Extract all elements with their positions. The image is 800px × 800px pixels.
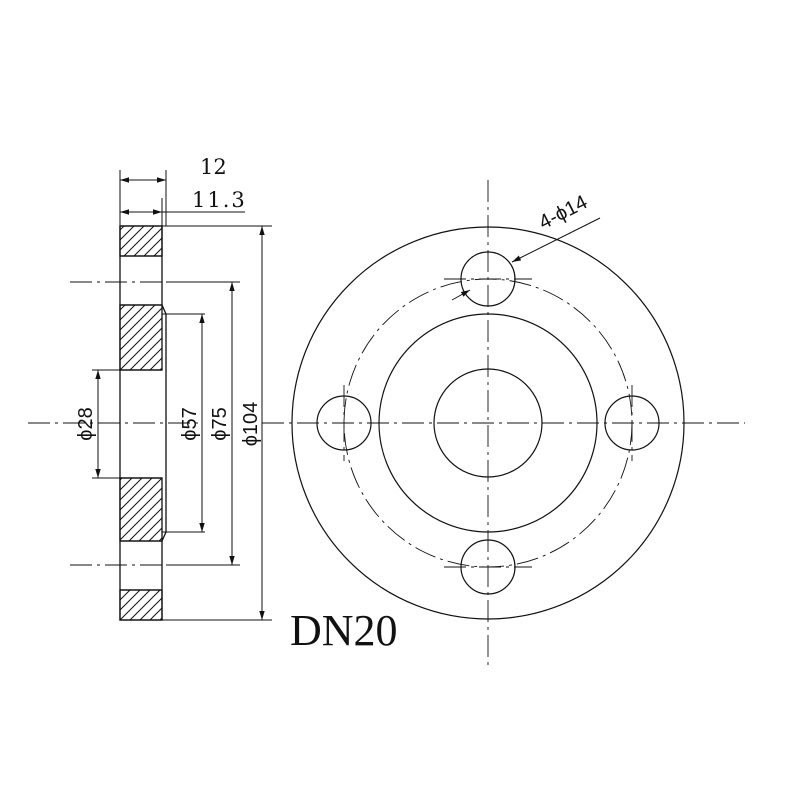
dim-bolt-circle-label: ϕ75: [209, 407, 231, 440]
dim-thickness-label: 12: [200, 155, 227, 179]
hole-spec-label: 4-ϕ14: [535, 191, 591, 234]
hatch-bottom-inner: [119, 477, 163, 542]
section-view: [119, 225, 205, 621]
section-dimensions: [92, 170, 272, 621]
hole-leader: [451, 217, 601, 301]
hatch-top-outer: [119, 225, 163, 257]
hatch-bottom-outer: [119, 589, 163, 621]
dim-outer-diameter-label: ϕ104: [240, 402, 262, 447]
dim-hub-thickness-label: 11.3: [192, 188, 247, 212]
dim-bore-label: ϕ28: [75, 407, 97, 440]
dim-raised-face-label: ϕ57: [179, 407, 201, 440]
front-centerlines: [262, 180, 745, 668]
drawing-title: DN20: [290, 606, 398, 655]
hatch-top-inner: [119, 304, 163, 371]
